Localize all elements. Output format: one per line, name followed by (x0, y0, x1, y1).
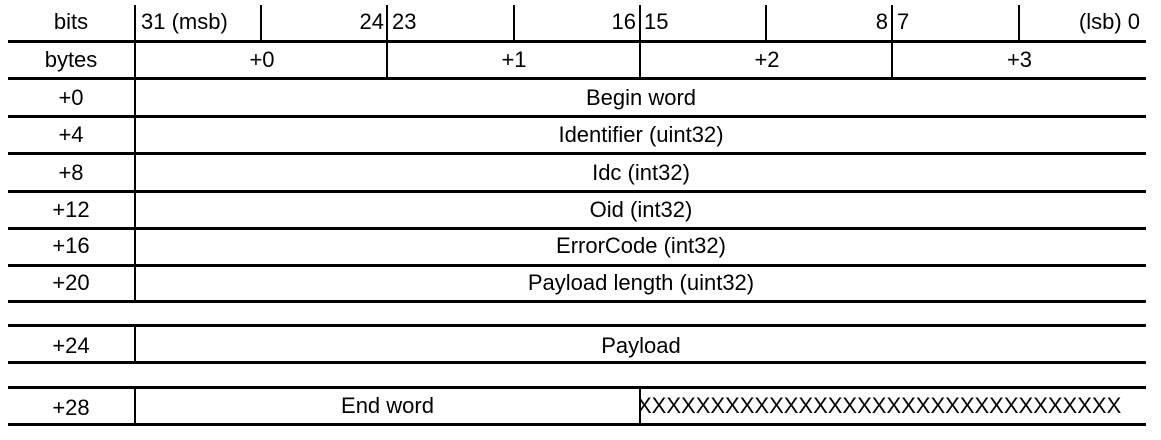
rule-bytes-bottom (8, 77, 1146, 80)
padding-fill: XXXXXXXXXXXXXXXXXXXXXXXXXXXXXXXXX (641, 393, 1122, 418)
rule-header-top (8, 40, 1146, 43)
row-offset: +4 (58, 122, 84, 147)
byte-offset-0: +0 (249, 47, 275, 72)
bit-24-label: 24 (359, 9, 384, 34)
row-offset: +12 (52, 197, 90, 222)
rule-bit-sep-3 (513, 5, 515, 41)
bit-7-label: 7 (897, 9, 910, 34)
row-offset: +28 (52, 395, 90, 420)
row-field: Payload (601, 333, 681, 358)
rule-offset-col-payload (134, 324, 136, 364)
rule-end-word-sep (639, 386, 641, 426)
row-offset: +8 (58, 160, 84, 185)
rule-offset-col-end (134, 386, 136, 426)
rule-bit-sep-4 (639, 5, 641, 79)
row-field: Payload length (uint32) (527, 270, 755, 295)
row-offset: +20 (52, 270, 90, 295)
byte-offset-3: +3 (1006, 47, 1033, 72)
padding-cell: XXXXXXXXXXXXXXXXXXXXXXXXXXXXXXXXX (641, 389, 1146, 423)
rule-row-8-bottom (8, 190, 1146, 193)
bit-0-label: (lsb) 0 (1078, 9, 1140, 34)
row-field: ErrorCode (int32) (556, 233, 726, 258)
byte-offset-1: +1 (501, 47, 527, 72)
row-offset: +24 (52, 333, 90, 358)
rule-offset-col-top (134, 5, 136, 303)
rule-row-4-bottom (8, 152, 1146, 155)
row-offset: +16 (52, 233, 90, 258)
row-field: Idc (int32) (592, 160, 690, 185)
rule-end-bottom (8, 423, 1146, 426)
rule-row-20-bottom (8, 300, 1146, 303)
rule-row-16-bottom (8, 264, 1146, 267)
bytes-label: bytes (44, 47, 98, 72)
bit-31-label: 31 (msb) (141, 9, 228, 34)
bit-8-label: 8 (875, 9, 888, 34)
rule-bit-sep-2 (386, 5, 388, 79)
row-field: Oid (int32) (589, 197, 693, 222)
rule-row-0-bottom (8, 115, 1146, 118)
rule-bit-sep-1 (260, 5, 262, 41)
row-field: End word (341, 393, 434, 418)
rule-end-top (8, 386, 1146, 389)
rule-bit-sep-7 (1018, 5, 1020, 41)
rule-bit-sep-6 (891, 5, 893, 79)
bit-15-label: 15 (644, 9, 669, 34)
rule-row-12-bottom (8, 227, 1146, 230)
bit-16-label: 16 (611, 9, 636, 34)
row-field: Begin word (585, 85, 697, 110)
byte-offset-2: +2 (754, 47, 780, 72)
rule-payload-top (8, 324, 1146, 327)
row-field: Identifier (uint32) (558, 122, 724, 147)
bits-label: bits (53, 9, 89, 34)
rule-payload-bottom (8, 361, 1146, 364)
rule-bit-sep-5 (765, 5, 767, 41)
row-offset: +0 (58, 85, 84, 110)
bit-23-label: 23 (392, 9, 417, 34)
